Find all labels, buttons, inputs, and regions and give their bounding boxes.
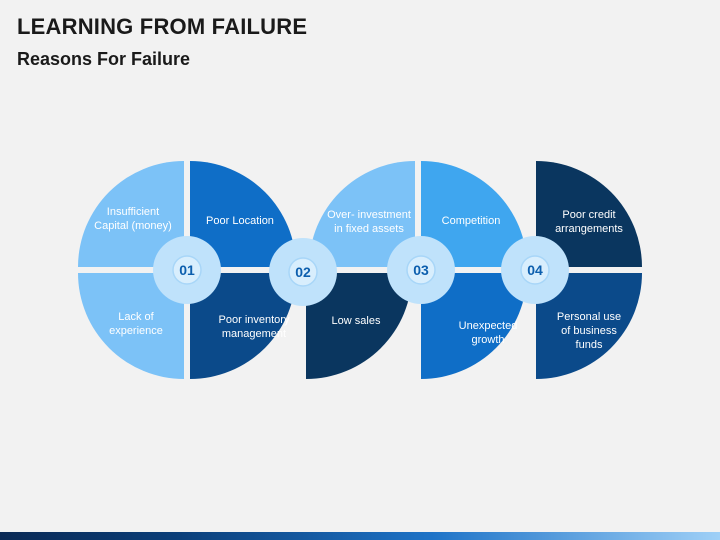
- badge-disc-1: [172, 255, 202, 285]
- badge-number-4: 04: [527, 262, 543, 278]
- badge-disc-2: [288, 257, 318, 287]
- segment-5: [309, 161, 415, 267]
- badge-number-1: 01: [179, 262, 195, 278]
- badge-number-2: 02: [295, 264, 311, 280]
- segment-label-2: Poor Location: [206, 215, 274, 227]
- step-badges: 01 02 03 04: [153, 236, 569, 306]
- badge-number-3: 03: [413, 262, 429, 278]
- segment-label-7: Competition: [442, 215, 501, 227]
- segment-6: [306, 273, 412, 379]
- page-title: LEARNING FROM FAILURE: [17, 14, 308, 39]
- segment-8: [421, 273, 527, 379]
- badge-disc-4: [520, 255, 550, 285]
- segment-7: [421, 161, 527, 267]
- segment-3: [78, 273, 184, 379]
- segment-10: [536, 273, 642, 379]
- segment-1: [78, 161, 184, 267]
- segment-9: [536, 161, 642, 267]
- segment-label-6: Low sales: [332, 315, 381, 327]
- footer-accent-bar: [0, 532, 720, 540]
- page-subtitle: Reasons For Failure: [17, 49, 191, 69]
- segment-2: [190, 161, 296, 267]
- badge-disc-3: [406, 255, 436, 285]
- segment-4: [190, 273, 296, 379]
